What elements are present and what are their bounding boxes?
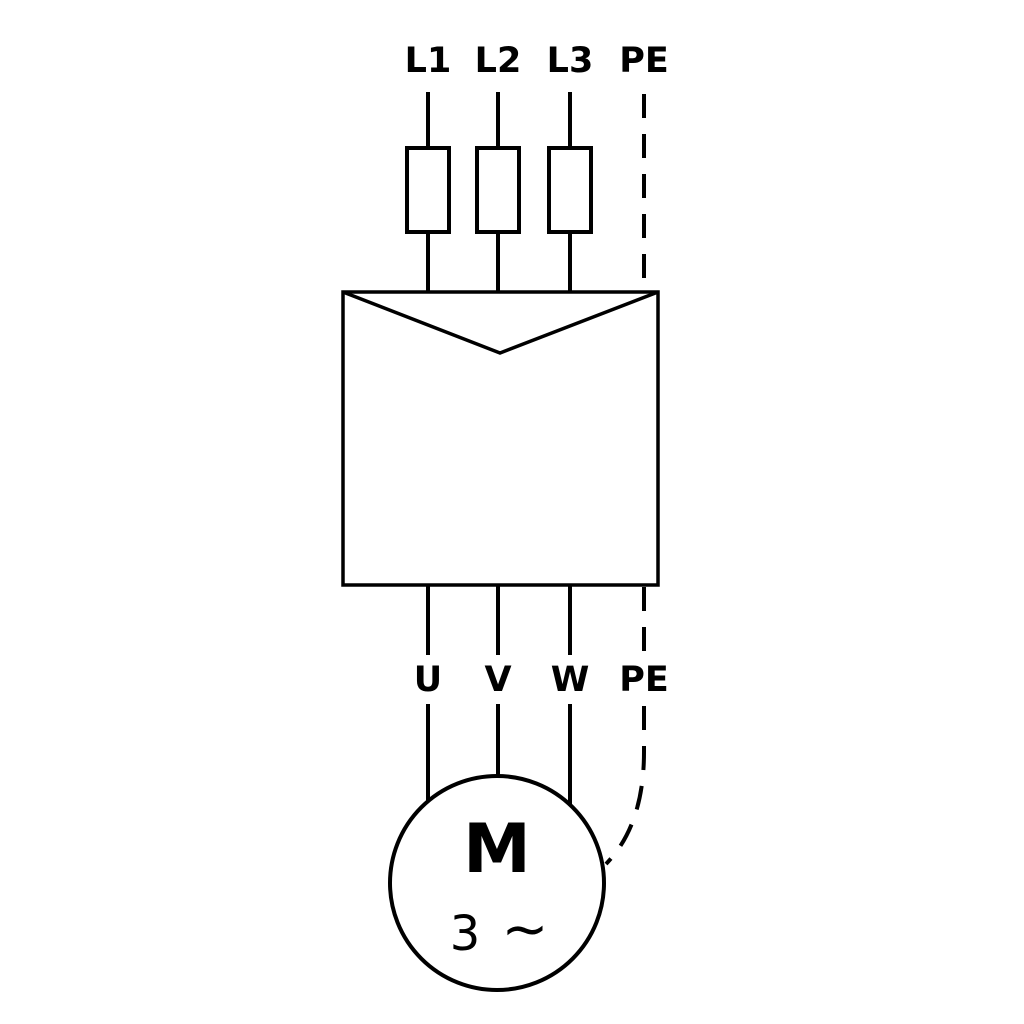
controller-box bbox=[341, 290, 660, 587]
supply-terminal-label-l3: L3 bbox=[547, 41, 594, 81]
output-terminal-label-w: W bbox=[551, 660, 590, 700]
fuse-symbol-l1 bbox=[405, 146, 451, 234]
fuse-symbol-l2 bbox=[475, 146, 521, 234]
output-terminal-label-pe: PE bbox=[619, 660, 669, 700]
output-terminal-label-u: U bbox=[414, 660, 442, 700]
motor-circle bbox=[388, 774, 606, 992]
supply-terminal-label-l2: L2 bbox=[475, 41, 522, 81]
supply-terminal-label-l1: L1 bbox=[405, 41, 452, 81]
controller-box-chevron bbox=[342, 290, 659, 355]
motor-wire-pe-dashed bbox=[604, 706, 646, 866]
motor-phase-count-label: 3 bbox=[450, 906, 481, 962]
fuse-symbol-l3 bbox=[547, 146, 593, 234]
motor-ac-sine-symbol: ∼ bbox=[502, 897, 549, 962]
motor-letter-label: M bbox=[463, 810, 531, 889]
output-terminal-label-v: V bbox=[484, 660, 511, 700]
supply-terminal-label-pe: PE bbox=[619, 41, 669, 81]
